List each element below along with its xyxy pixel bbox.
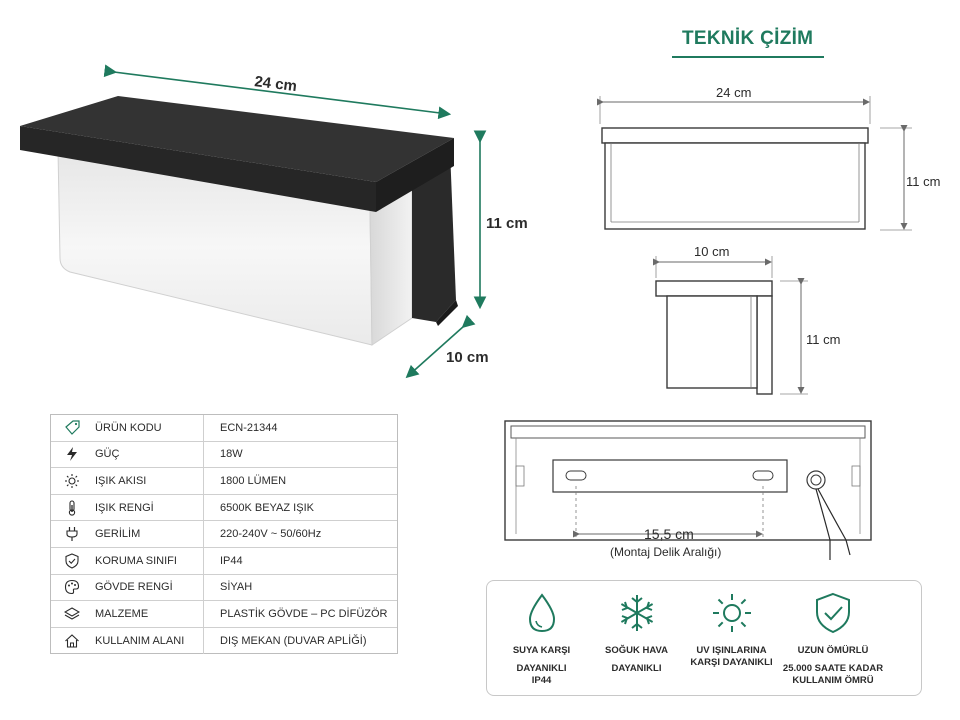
diffuser-front (57, 149, 373, 346)
spec-value: 220-240V ~ 50/60Hz (220, 528, 322, 541)
side-depth-label: 10 cm (694, 244, 729, 259)
technical-drawings: 24 cm 11 cm 10 cm 11 cm 15,5 cm (504, 85, 940, 560)
feature-label: SUYA KARŞI (512, 645, 571, 656)
top-cap-front (20, 126, 376, 212)
snowflake-icon (620, 595, 653, 631)
spec-label: MALZEME (95, 607, 149, 620)
feature-sub: DAYANIKLI (611, 663, 662, 674)
spec-row-power: GÜÇ 18W (51, 441, 397, 469)
thermometer-icon (68, 500, 76, 516)
feature-label: SOĞUK HAVA (605, 645, 668, 656)
feature-sub: KARŞI DAYANIKLI (690, 657, 773, 668)
uv-sun-icon (712, 594, 751, 632)
front-width-label: 24 cm (716, 85, 751, 100)
spec-value: 18W (220, 448, 243, 461)
front-view: 24 cm 11 cm (597, 85, 940, 231)
width-arrow (103, 64, 452, 120)
technical-title: TEKNİK ÇİZİM (682, 28, 814, 49)
height-label: 11 cm (486, 215, 528, 232)
plug-icon (66, 527, 78, 542)
hole-caption: (Montaj Delik Aralığı) (610, 545, 721, 559)
spec-label: IŞIK AKISI (95, 474, 147, 487)
shield-icon (65, 553, 79, 569)
spec-value: ECN-21344 (220, 421, 278, 434)
tag-icon (65, 420, 80, 435)
top-cap-side (376, 138, 454, 212)
side-view: 10 cm 11 cm (653, 244, 840, 395)
spec-table: ÜRÜN KODU ECN-21344 GÜÇ 18W IŞIK AKISI 1… (50, 414, 398, 655)
home-icon (65, 634, 79, 648)
spec-label: GÜÇ (95, 448, 120, 461)
spec-row-luminous-flux: IŞIK AKISI 1800 LÜMEN (51, 468, 397, 495)
diffuser-side (369, 189, 413, 346)
spec-label: GERİLİM (95, 528, 141, 541)
depth-arrow (405, 314, 476, 379)
spec-row-usage-area: KULLANIM ALANI DIŞ MEKAN (DUVAR APLİĞİ) (51, 627, 397, 655)
spec-value: IP44 (220, 554, 243, 567)
sun-icon (65, 473, 79, 488)
spec-value: 1800 LÜMEN (220, 474, 287, 487)
hole-distance-label: 15,5 cm (644, 526, 694, 542)
layers-icon (64, 607, 80, 620)
spec-row-light-color: IŞIK RENGİ 6500K BEYAZ IŞIK (51, 494, 397, 522)
spec-label: ÜRÜN KODU (95, 421, 162, 434)
back-plate (412, 150, 456, 322)
feature-cold-resistant: SOĞUK HAVA DAYANIKLI (582, 581, 691, 697)
palette-icon (64, 580, 80, 595)
spec-label: IŞIK RENGİ (95, 501, 154, 514)
spec-label: KULLANIM ALANI (95, 635, 185, 648)
side-height-label: 11 cm (806, 332, 840, 347)
spec-row-voltage: GERİLİM 220-240V ~ 50/60Hz (51, 521, 397, 548)
spec-label: GÖVDE RENGİ (95, 581, 173, 594)
feature-uv-resistant: UV IŞINLARINA KARŞI DAYANIKLI (677, 581, 786, 697)
lightning-icon (67, 447, 77, 462)
back-view: 15,5 cm (Montaj Delik Aralığı) (504, 420, 872, 560)
water-drop-icon (528, 593, 555, 633)
spec-row-protection: KORUMA SINIFI IP44 (51, 547, 397, 575)
spec-row-product-code: ÜRÜN KODU ECN-21344 (51, 415, 397, 442)
spec-row-body-color: GÖVDE RENGİ SİYAH (51, 574, 397, 602)
technical-title-underline (672, 56, 824, 58)
feature-label: UZUN ÖMÜRLÜ (797, 645, 869, 656)
spec-value: PLASTİK GÖVDE – PC DİFÜZÖR (220, 607, 388, 620)
product-illustration: 24 cm 11 cm 10 cm (20, 64, 528, 379)
depth-label: 10 cm (446, 349, 489, 366)
spec-value: 6500K BEYAZ IŞIK (220, 501, 314, 514)
width-label: 24 cm (254, 73, 298, 95)
front-height-label: 11 cm (906, 174, 940, 189)
spec-label: KORUMA SINIFI (95, 554, 177, 567)
spec-value: DIŞ MEKAN (DUVAR APLİĞİ) (220, 635, 367, 648)
spec-row-material: MALZEME PLASTİK GÖVDE – PC DİFÜZÖR (51, 601, 397, 628)
feature-label: UV IŞINLARINA (696, 645, 767, 656)
shield-check-icon (816, 592, 850, 634)
spec-value: SİYAH (220, 581, 253, 594)
